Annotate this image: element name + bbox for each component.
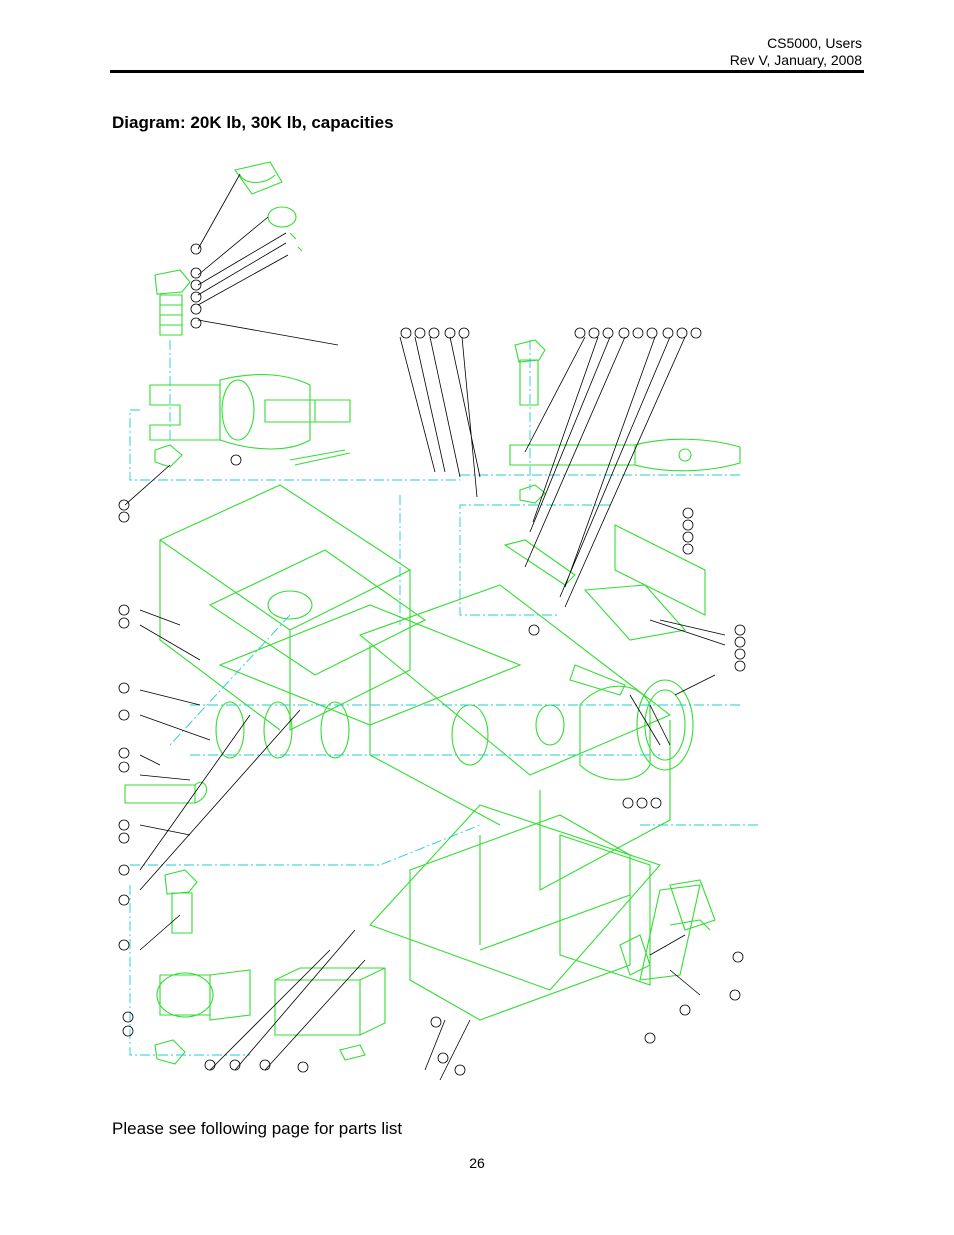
page-title: Diagram: 20K lb, 30K lb, capacities — [112, 113, 394, 132]
parts-list-note: Please see following page for parts list — [112, 1119, 403, 1138]
balloon-callouts — [118, 243, 746, 1076]
part-outlines — [124, 161, 741, 1065]
header-rule — [110, 70, 864, 73]
header-revision: Rev V, January, 2008 — [729, 52, 862, 68]
page-number: 26 — [469, 1155, 485, 1171]
exploded-parts-diagram — [118, 161, 760, 1081]
header-document-name: CS5000, Users — [767, 35, 862, 51]
centerlines — [129, 340, 760, 1056]
page-header: CS5000, Users Rev V, January, 2008 — [730, 35, 862, 69]
leader-lines — [124, 173, 726, 1081]
